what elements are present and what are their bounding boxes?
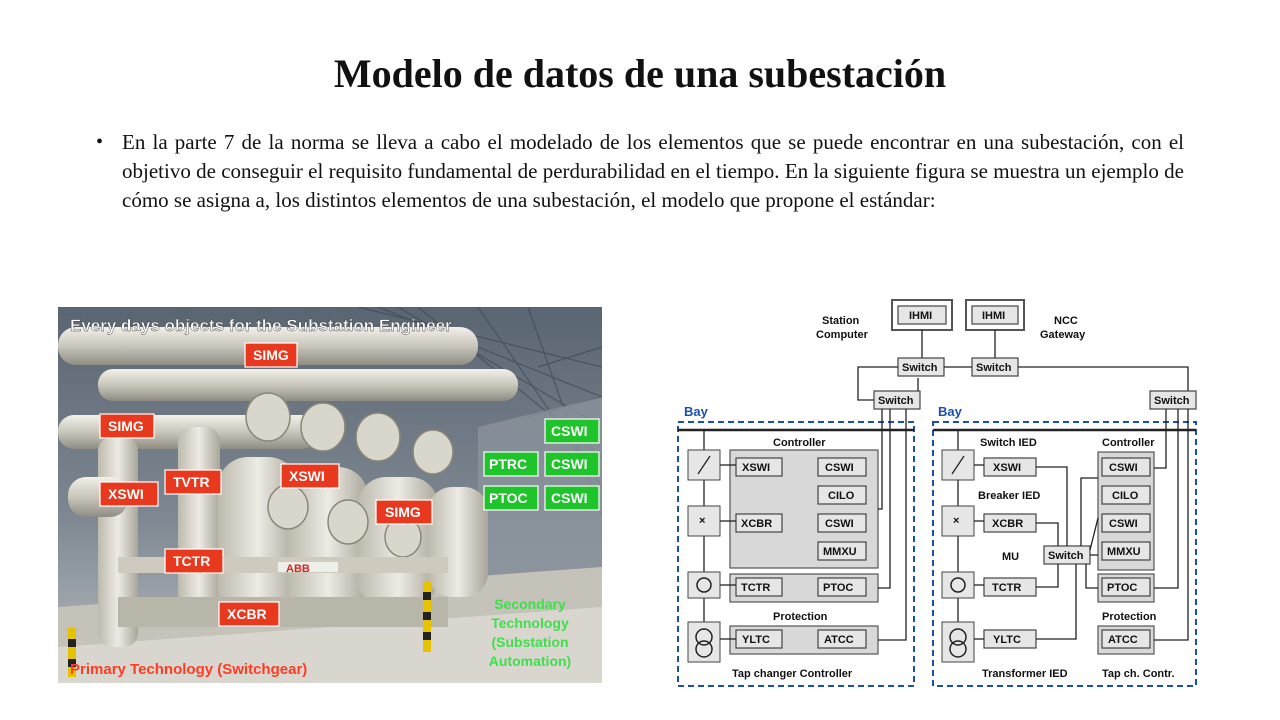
- switch-ied-label: Switch IED: [980, 437, 1037, 449]
- red-label-simg-1: SIMG: [244, 342, 298, 368]
- secondary-caption-1: Secondary: [494, 596, 566, 612]
- svg-text:Switch: Switch: [902, 362, 938, 374]
- primary-caption: Primary Technology (Switchgear): [70, 661, 307, 678]
- svg-text:SIMG: SIMG: [385, 504, 421, 520]
- svg-text:XSWI: XSWI: [742, 462, 770, 474]
- svg-text:MMXU: MMXU: [1107, 546, 1141, 558]
- svg-text:IHMI: IHMI: [982, 310, 1005, 322]
- right-bay: × Switch IED XSWI Breaker IED XCBR MU TC…: [941, 409, 1189, 680]
- ncc-gateway-label-1: NCC: [1054, 315, 1078, 327]
- red-label-simg-3: SIMG: [375, 499, 433, 525]
- svg-text:IHMI: IHMI: [909, 310, 932, 322]
- svg-text:CSWI: CSWI: [825, 462, 854, 474]
- svg-text:XSWI: XSWI: [289, 468, 325, 484]
- left-protection-label: Protection: [773, 611, 828, 623]
- svg-text:YLTC: YLTC: [993, 634, 1021, 646]
- ihmi-terminal-1: IHMI: [891, 299, 953, 331]
- ncc-gateway-label-2: Gateway: [1040, 329, 1086, 341]
- svg-text:×: ×: [953, 515, 959, 527]
- red-label-tctr: TCTR: [164, 548, 224, 574]
- green-label-ptoc: PTOC: [483, 485, 539, 511]
- svg-text:XCBR: XCBR: [741, 518, 772, 530]
- svg-text:Switch: Switch: [878, 395, 914, 407]
- photo-heading: Every days objects for the Substation En…: [70, 316, 452, 335]
- red-label-simg-2: SIMG: [99, 413, 155, 439]
- svg-text:TCTR: TCTR: [741, 582, 770, 594]
- abb-logo: ABB: [286, 563, 310, 575]
- bullet-text: En la parte 7 de la norma se lleva a cab…: [122, 130, 1184, 212]
- svg-text:CILO: CILO: [828, 490, 855, 502]
- station-switch-2: Switch: [971, 357, 1019, 377]
- red-label-xswi-2: XSWI: [280, 463, 340, 489]
- green-label-cswi-3: CSWI: [544, 485, 600, 511]
- bay-label-left: Bay: [684, 404, 709, 419]
- svg-text:CSWI: CSWI: [551, 456, 588, 472]
- station-computer-label-1: Station: [822, 315, 860, 327]
- svg-text:SIMG: SIMG: [253, 347, 289, 363]
- breaker-ied-label: Breaker IED: [978, 490, 1040, 502]
- left-controller-label: Controller: [773, 437, 826, 449]
- switchgear-photo: ABB Every days objects for the Substatio…: [58, 307, 602, 683]
- svg-text:CSWI: CSWI: [825, 518, 854, 530]
- station-switch-1: Switch: [897, 357, 945, 377]
- svg-text:PTOC: PTOC: [823, 582, 853, 594]
- red-label-xswi-1: XSWI: [99, 481, 159, 507]
- svg-text:TVTR: TVTR: [173, 474, 210, 490]
- svg-text:CSWI: CSWI: [551, 423, 588, 439]
- svg-text:CSWI: CSWI: [551, 490, 588, 506]
- svg-text:TCTR: TCTR: [173, 553, 210, 569]
- substation-architecture-diagram: IHMI IHMI Station Computer NCC Gateway S…: [668, 288, 1208, 694]
- svg-text:TCTR: TCTR: [992, 582, 1021, 594]
- left-bay: × Controller XSWI CSWI CILO XCBR CSWI MM…: [687, 409, 907, 680]
- svg-text:PTOC: PTOC: [1107, 582, 1137, 594]
- green-label-ptrc: PTRC: [483, 451, 539, 477]
- svg-text:SIMG: SIMG: [108, 418, 144, 434]
- svg-text:PTRC: PTRC: [489, 456, 527, 472]
- slide-title: Modelo de datos de una subestación: [333, 51, 947, 96]
- svg-text:YLTC: YLTC: [742, 634, 770, 646]
- secondary-caption-4: Automation): [489, 653, 571, 669]
- green-label-cswi-2: CSWI: [544, 451, 600, 477]
- green-label-cswi-1: CSWI: [544, 418, 600, 444]
- bullet-dot: •: [96, 131, 104, 153]
- bay-switch-left: Switch: [873, 390, 921, 410]
- right-controller-label: Controller: [1102, 437, 1155, 449]
- svg-text:CILO: CILO: [1112, 490, 1139, 502]
- secondary-caption-3: (Substation: [492, 634, 569, 650]
- svg-text:CSWI: CSWI: [1109, 462, 1138, 474]
- svg-text:XSWI: XSWI: [993, 462, 1021, 474]
- bay-label-right: Bay: [938, 404, 963, 419]
- svg-text:MMXU: MMXU: [823, 546, 857, 558]
- svg-text:XSWI: XSWI: [108, 486, 144, 502]
- svg-text:×: ×: [699, 515, 705, 527]
- svg-text:Switch: Switch: [1048, 550, 1084, 562]
- svg-text:XCBR: XCBR: [227, 606, 267, 622]
- secondary-caption-2: Technology: [491, 615, 569, 631]
- svg-text:XCBR: XCBR: [992, 518, 1023, 530]
- bay-switch-right: Switch: [1149, 390, 1197, 410]
- svg-text:Switch: Switch: [976, 362, 1012, 374]
- svg-text:PTOC: PTOC: [489, 490, 528, 506]
- architecture-svg: IHMI IHMI Station Computer NCC Gateway S…: [677, 299, 1197, 687]
- svg-text:Switch: Switch: [1154, 395, 1190, 407]
- left-tap-changer-label: Tap changer Controller: [732, 668, 853, 680]
- station-computer-label-2: Computer: [816, 329, 869, 341]
- switchgear-illustration: ABB Every days objects for the Substatio…: [58, 307, 602, 683]
- mu-label: MU: [1002, 551, 1019, 563]
- bullet-paragraph: • En la parte 7 de la norma se lleva a c…: [96, 128, 1184, 215]
- red-label-tvtr: TVTR: [164, 469, 222, 495]
- svg-text:ATCC: ATCC: [824, 634, 854, 646]
- svg-text:ATCC: ATCC: [1108, 634, 1138, 646]
- tap-ch-contr-label: Tap ch. Contr.: [1102, 668, 1175, 680]
- svg-text:CSWI: CSWI: [1109, 518, 1138, 530]
- transformer-ied-label: Transformer IED: [982, 668, 1068, 680]
- red-label-xcbr: XCBR: [218, 601, 280, 627]
- ihmi-terminal-2: IHMI: [965, 299, 1025, 331]
- right-protection-label: Protection: [1102, 611, 1157, 623]
